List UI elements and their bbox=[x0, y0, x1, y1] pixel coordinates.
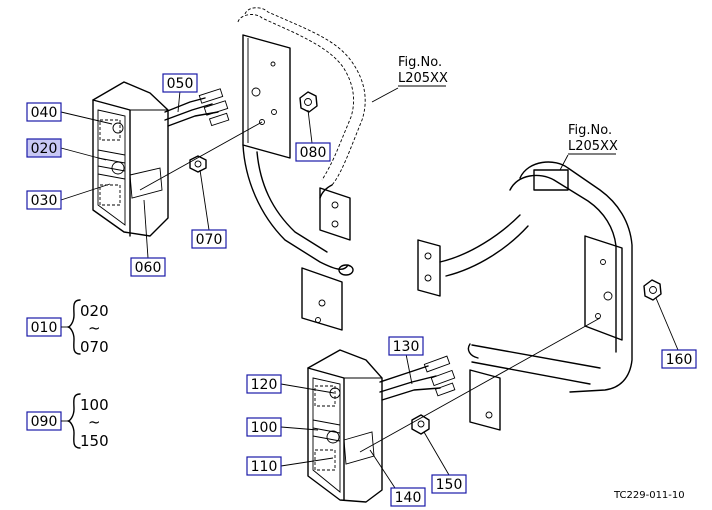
group-010-to: 070 bbox=[80, 338, 109, 356]
callout-040[interactable]: 040 bbox=[26, 102, 62, 122]
lower-lamp-assembly bbox=[307, 279, 662, 503]
callout-080-label: 080 bbox=[300, 145, 327, 161]
figure-ref-upper[interactable]: Fig.No. L205XX bbox=[398, 55, 448, 87]
callout-070-label: 070 bbox=[196, 232, 223, 248]
figure-ref-lower-line2: L205XX bbox=[568, 139, 618, 154]
group-090-range: 100 ~ 150 bbox=[61, 393, 109, 450]
leader-lines bbox=[60, 87, 679, 489]
callout-110[interactable]: 110 bbox=[246, 456, 282, 476]
figure-ref-upper-line2: L205XX bbox=[398, 71, 448, 86]
callout-100-label: 100 bbox=[251, 420, 278, 436]
upper-bracket bbox=[237, 7, 366, 331]
callout-050-label: 050 bbox=[167, 76, 194, 92]
callout-100[interactable]: 100 bbox=[246, 417, 282, 437]
group-010-range: 020 ~ 070 bbox=[61, 299, 109, 356]
callout-150[interactable]: 150 bbox=[431, 474, 467, 494]
group-010-tilde: ~ bbox=[88, 319, 101, 337]
callout-120-label: 120 bbox=[251, 377, 278, 393]
callout-160[interactable]: 160 bbox=[661, 349, 697, 369]
callout-050[interactable]: 050 bbox=[162, 73, 198, 93]
drawing-id: TC229-011-10 bbox=[613, 490, 685, 501]
callout-070[interactable]: 070 bbox=[191, 229, 227, 249]
callout-130[interactable]: 130 bbox=[388, 336, 424, 356]
callout-140-label: 140 bbox=[395, 490, 422, 506]
group-010-from: 020 bbox=[80, 302, 109, 320]
figure-ref-upper-line1: Fig.No. bbox=[398, 55, 442, 70]
callout-020-label: 020 bbox=[31, 141, 58, 157]
callout-140[interactable]: 140 bbox=[390, 487, 426, 507]
callout-080[interactable]: 080 bbox=[295, 142, 331, 162]
callout-040-label: 040 bbox=[31, 105, 58, 121]
callout-030-label: 030 bbox=[31, 193, 58, 209]
callout-090-label: 090 bbox=[31, 414, 58, 430]
group-090-tilde: ~ bbox=[88, 413, 101, 431]
callout-060-label: 060 bbox=[135, 260, 162, 276]
figure-ref-lower[interactable]: Fig.No. L205XX bbox=[568, 123, 618, 155]
group-090-to: 150 bbox=[80, 432, 109, 450]
group-090-from: 100 bbox=[80, 396, 109, 414]
lower-bracket bbox=[417, 161, 633, 431]
callout-010-label: 010 bbox=[31, 320, 58, 336]
callout-150-label: 150 bbox=[436, 477, 463, 493]
callout-090[interactable]: 090 bbox=[26, 411, 62, 431]
upper-lamp-assembly bbox=[92, 81, 318, 237]
callout-130-label: 130 bbox=[393, 339, 420, 355]
callout-020[interactable]: 020 bbox=[26, 138, 62, 158]
callout-160-label: 160 bbox=[666, 352, 693, 368]
callout-010[interactable]: 010 bbox=[26, 317, 62, 337]
figure-ref-lower-line1: Fig.No. bbox=[568, 123, 612, 138]
callout-030[interactable]: 030 bbox=[26, 190, 62, 210]
callout-060[interactable]: 060 bbox=[130, 257, 166, 277]
callout-120[interactable]: 120 bbox=[246, 374, 282, 394]
callout-110-label: 110 bbox=[251, 459, 278, 475]
